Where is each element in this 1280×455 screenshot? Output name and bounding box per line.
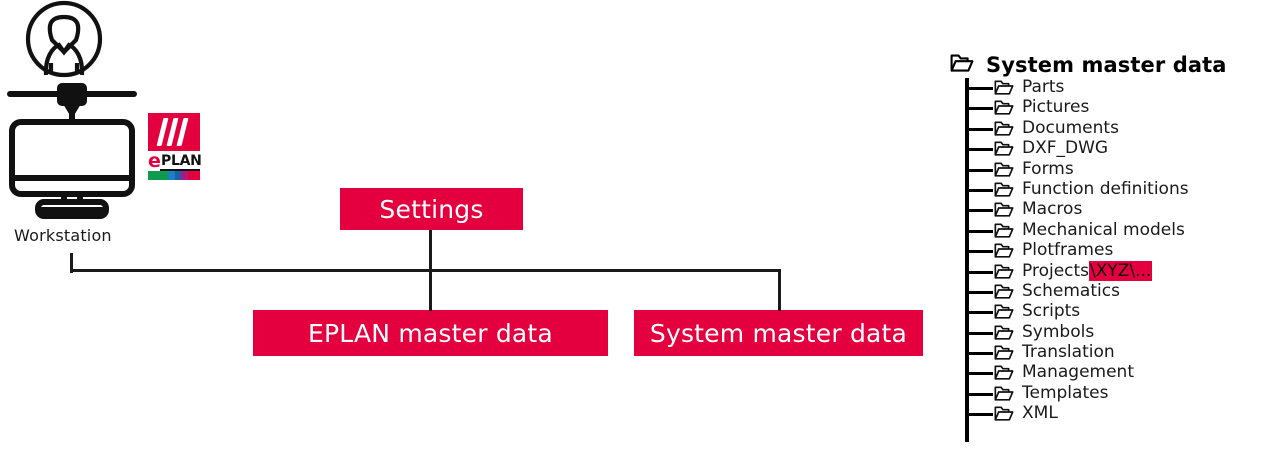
- tree-item-label: Forms: [1022, 158, 1074, 179]
- flow-box-system-master-data[interactable]: System master data: [634, 310, 923, 356]
- workstation-label: Workstation: [14, 226, 112, 245]
- tree-elbow-line: [967, 311, 993, 315]
- tree-item[interactable]: Schematics: [950, 280, 1280, 302]
- tree-item-label: Schematics: [1022, 280, 1120, 301]
- eplan-e-letter: e: [148, 150, 161, 172]
- tree-item[interactable]: Parts: [950, 77, 1280, 98]
- tree-elbow-line: [967, 413, 993, 417]
- folder-icon: [994, 79, 1014, 96]
- tree-elbow-line: [967, 168, 993, 172]
- folder-icon: [994, 324, 1014, 341]
- tree-item[interactable]: Symbols: [950, 321, 1280, 343]
- folder-icon: [994, 120, 1014, 137]
- tree-item-label: Macros: [1022, 199, 1083, 220]
- folder-icon: [994, 181, 1014, 198]
- tree-item-label: DXF_DWG: [1022, 138, 1109, 159]
- tree-item-label: Projects\XYZ\...: [1022, 260, 1153, 281]
- tree-item-label: Scripts: [1022, 301, 1081, 322]
- folder-icon: [994, 364, 1014, 381]
- folder-icon: [950, 53, 974, 77]
- tree-trunk-line: [965, 78, 969, 442]
- colorbar-segment-teal-blue: [175, 171, 181, 180]
- tree-elbow-line: [967, 148, 993, 152]
- tree-root-label: System master data: [986, 53, 1227, 77]
- eplan-plan-text: PLAN: [161, 153, 202, 169]
- tree-item[interactable]: Documents: [950, 117, 1280, 139]
- eplan-wordmark: e PLAN: [148, 150, 202, 172]
- folder-icon: [994, 344, 1014, 361]
- tree-item-label: Translation: [1022, 342, 1115, 363]
- tree-root-node[interactable]: System master data: [950, 52, 1227, 78]
- eplan-underline: [160, 169, 200, 171]
- tree-item-label: Plotframes: [1022, 240, 1114, 261]
- tree-elbow-line: [967, 352, 993, 356]
- tree-elbow-line: [967, 290, 993, 294]
- connector-workstation-vertical: [70, 253, 73, 273]
- person-avatar-icon: [18, 0, 110, 78]
- tree-elbow-line: [967, 87, 993, 90]
- tree-item-path-highlight: \XYZ\...: [1089, 260, 1153, 281]
- tree-item-label: Management: [1022, 362, 1134, 383]
- tree-elbow-line: [967, 127, 993, 131]
- desktop-monitor-icon: [2, 82, 142, 222]
- folder-icon: [994, 263, 1014, 280]
- tree-elbow-line: [967, 188, 993, 192]
- tree-item[interactable]: Pictures: [950, 97, 1280, 118]
- tree-item[interactable]: Templates: [950, 382, 1280, 404]
- tree-item[interactable]: Mechanical models: [950, 219, 1280, 241]
- folder-icon: [994, 201, 1014, 218]
- colorbar-segment-magenta: [181, 171, 188, 180]
- tree-elbow-line: [967, 270, 993, 274]
- tree-item[interactable]: Management: [950, 362, 1280, 383]
- tree-item[interactable]: Plotframes: [950, 240, 1280, 261]
- eplan-colorbar: [148, 171, 200, 180]
- colorbar-segment-blue: [168, 171, 175, 180]
- folder-icon: [994, 222, 1014, 239]
- folder-icon: [994, 242, 1014, 259]
- tree-elbow-line: [967, 229, 993, 233]
- tree-item[interactable]: Macros: [950, 199, 1280, 220]
- tree-item-label: Mechanical models: [1022, 219, 1185, 240]
- tree-item[interactable]: Translation: [950, 342, 1280, 363]
- connector-horizontal-bus: [70, 269, 781, 272]
- tree-item-label: XML: [1022, 403, 1058, 424]
- folder-icon: [994, 385, 1014, 402]
- tree-elbow-line: [967, 107, 993, 111]
- folder-icon: [994, 405, 1014, 422]
- tree-item[interactable]: Function definitions: [950, 178, 1280, 200]
- tree-item[interactable]: Scripts: [950, 301, 1280, 322]
- folder-icon: [994, 283, 1014, 300]
- eplan-slashes-icon: [148, 113, 200, 151]
- folder-icon: [994, 303, 1014, 320]
- eplan-logo: e PLAN: [148, 113, 202, 183]
- flow-box-eplan-master-data[interactable]: EPLAN master data: [253, 310, 608, 356]
- tree-elbow-line: [967, 331, 993, 335]
- tree-elbow-line: [967, 392, 993, 396]
- flow-box-settings[interactable]: Settings: [340, 188, 523, 230]
- tree-elbow-line: [967, 250, 993, 254]
- colorbar-segment-crimson: [188, 171, 200, 180]
- tree-item[interactable]: Forms: [950, 158, 1280, 180]
- workstation-group: Workstation: [0, 0, 210, 250]
- tree-item[interactable]: XML: [950, 403, 1280, 424]
- connector-settings-vertical: [429, 230, 432, 311]
- connector-system-vertical: [778, 269, 781, 311]
- tree-item-label: Templates: [1022, 382, 1109, 403]
- tree-elbow-line: [967, 372, 993, 376]
- tree-item-label: Documents: [1022, 117, 1119, 138]
- tree-item[interactable]: DXF_DWG: [950, 138, 1280, 159]
- folder-icon: [994, 140, 1014, 157]
- tree-elbow-line: [967, 209, 993, 213]
- tree-item[interactable]: Projects\XYZ\...: [950, 260, 1280, 282]
- folder-icon: [994, 161, 1014, 178]
- tree-item-label: Parts: [1022, 77, 1065, 97]
- tree-item-label: Pictures: [1022, 97, 1090, 118]
- tree-item-label: Function definitions: [1022, 178, 1189, 199]
- tree-item-label: Symbols: [1022, 321, 1095, 342]
- colorbar-segment-green: [148, 171, 168, 180]
- folder-icon: [994, 99, 1014, 116]
